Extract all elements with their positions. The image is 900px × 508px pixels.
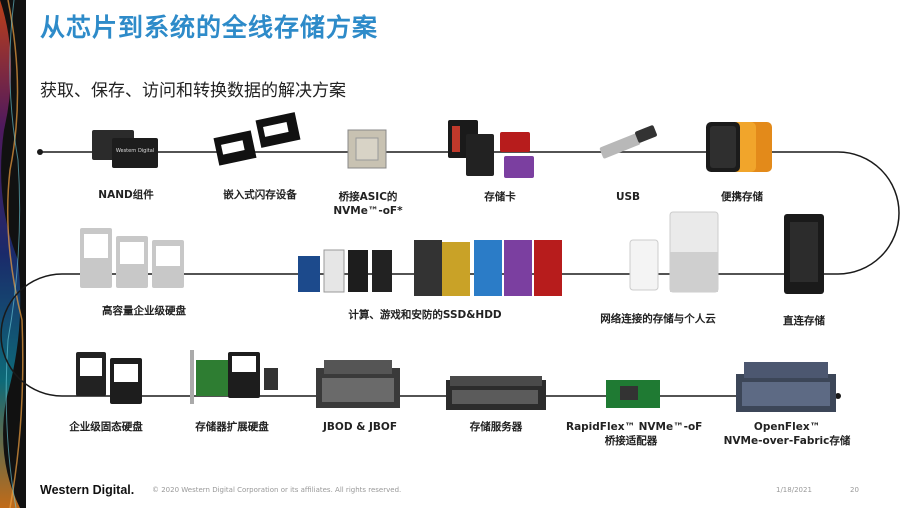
expansion-card-icon	[190, 350, 278, 404]
enterprise-ssd-icon	[76, 352, 142, 404]
product-jbod	[314, 358, 402, 410]
product-label: NAND组件	[98, 189, 154, 201]
product-label: JBOD & JBOF	[322, 421, 398, 433]
footer-copyright: © 2020 Western Digital Corporation or it…	[152, 486, 402, 494]
product-embedded-flash	[212, 110, 304, 170]
jbod-chassis-icon	[316, 360, 400, 408]
product-enterprise-ssd	[74, 350, 146, 410]
product-ssd-hdd	[296, 238, 568, 298]
product-label: 嵌入式闪存设备	[223, 189, 297, 201]
product-label: OpenFlex™	[753, 421, 821, 433]
product-expansion	[188, 346, 280, 408]
product-label: 桥接ASIC的	[338, 191, 398, 203]
decorative-edge	[0, 0, 26, 508]
product-usb	[596, 122, 660, 166]
product-das	[780, 212, 828, 296]
product-label-line2: 桥接适配器	[604, 435, 658, 447]
product-label: 存储卡	[484, 191, 516, 203]
product-label-line2: NVMe™-oF*	[333, 205, 403, 217]
product-portable	[702, 120, 776, 176]
product-rapidflex	[604, 376, 662, 412]
adapter-board-icon	[606, 380, 660, 408]
nand-chip-icon: Western Digital	[92, 130, 158, 168]
product-asic	[346, 128, 388, 170]
asic-chip-icon	[347, 129, 387, 169]
product-memory-card	[444, 118, 540, 182]
usb-drive-icon	[599, 125, 657, 159]
ssd-hdd-icon	[298, 240, 562, 296]
das-tower-icon	[784, 214, 824, 294]
page-number: 20	[850, 486, 859, 494]
product-openflex	[734, 360, 838, 414]
enterprise-hdd-icon	[80, 228, 184, 288]
product-label: USB	[615, 191, 641, 203]
page-subtitle: 获取、保存、访问和转换数据的解决方案	[40, 81, 346, 101]
svg-text:Western Digital: Western Digital	[116, 148, 154, 154]
product-enterprise-hdd	[76, 226, 188, 290]
product-nas	[626, 210, 722, 296]
portable-drive-icon	[706, 122, 772, 172]
product-label: 企业级固态硬盘	[69, 421, 143, 433]
storage-server-icon	[446, 376, 546, 410]
product-label: 便携存储	[721, 191, 763, 203]
product-label: 高容量企业级硬盘	[102, 305, 186, 317]
product-label: RapidFlex™ NVMe™-oF	[566, 421, 703, 433]
page-title: 从芯片到系统的全线存储方案	[40, 13, 379, 42]
product-label: 直连存储	[783, 315, 825, 327]
openflex-rack-icon	[736, 362, 836, 412]
product-label: 存储服务器	[469, 421, 523, 433]
product-label-line2: NVMe-over-Fabric存储	[723, 435, 851, 447]
embedded-flash-icon	[213, 112, 301, 166]
product-nand: Western Digital	[90, 126, 160, 170]
product-label: 网络连接的存储与个人云	[600, 313, 716, 325]
brand-logo: Western Digital.	[40, 483, 135, 497]
footer-date: 1/18/2021	[776, 486, 812, 494]
memory-card-icon	[448, 120, 534, 178]
nas-cloud-icon	[629, 211, 719, 293]
product-server	[444, 374, 548, 412]
product-label: 存储器扩展硬盘	[195, 421, 269, 433]
product-label: 计算、游戏和安防的SSD&HDD	[348, 309, 502, 321]
